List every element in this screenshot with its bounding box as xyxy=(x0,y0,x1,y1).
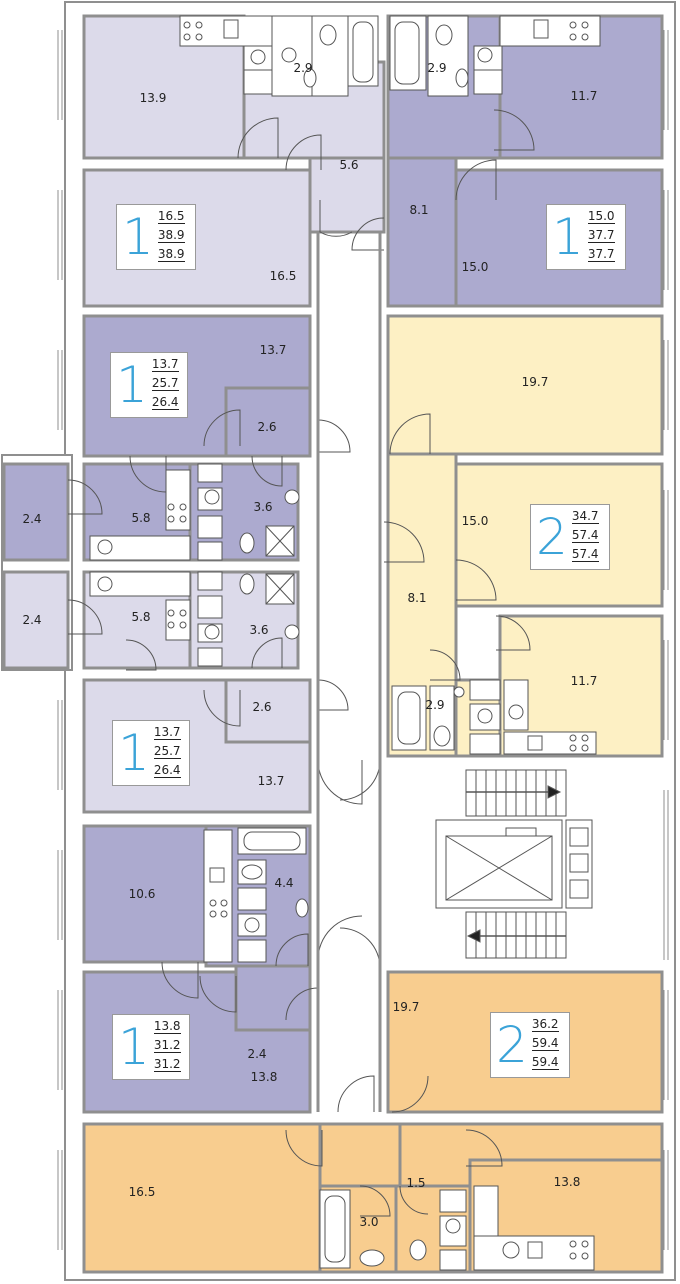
total-area: 59.4 xyxy=(531,1035,559,1051)
room-area-label: 15.0 xyxy=(461,260,489,274)
total-area: 57.4 xyxy=(571,527,599,543)
room-area-label: 13.7 xyxy=(257,774,285,788)
elevator xyxy=(435,819,593,909)
total-area-with-balcony: 37.7 xyxy=(587,246,615,262)
room-count: 2 xyxy=(496,1016,528,1074)
room-count: 1 xyxy=(116,356,148,414)
living-area: 15.0 xyxy=(587,208,615,224)
room-area-label: 8.1 xyxy=(409,203,429,217)
room-area-label: 3.0 xyxy=(359,1215,379,1229)
room-area-label: 2.9 xyxy=(425,698,445,712)
room-area-label: 13.8 xyxy=(250,1070,278,1084)
area-values: 34.7 57.4 57.4 xyxy=(571,508,599,566)
room-count: 1 xyxy=(122,208,154,266)
windows-right xyxy=(663,30,669,1250)
apartment-badge-2a: 2 34.7 57.4 57.4 xyxy=(530,504,610,570)
room-area-label: 2.6 xyxy=(252,700,272,714)
apt-1d-doors xyxy=(67,599,349,727)
apt-2b-doors xyxy=(285,1075,503,1217)
total-area: 25.7 xyxy=(151,375,179,391)
room-area-label: 11.7 xyxy=(570,89,598,103)
room-area-label: 13.7 xyxy=(259,343,287,357)
apartment-badge-1b: 1 15.0 37.7 37.7 xyxy=(546,204,626,270)
room-area-label: 2.4 xyxy=(247,1047,267,1061)
room-area-label: 16.5 xyxy=(269,269,297,283)
total-area-with-balcony: 59.4 xyxy=(531,1054,559,1070)
room-count: 2 xyxy=(536,508,568,566)
room-area-label: 15.0 xyxy=(461,514,489,528)
room-area-label: 10.6 xyxy=(128,887,156,901)
apt-1d-fixtures xyxy=(89,571,300,667)
room-area-label: 5.6 xyxy=(339,158,359,172)
room-area-label: 2.6 xyxy=(257,420,277,434)
room-area-label: 8.1 xyxy=(407,591,427,605)
apt-2b-fixtures xyxy=(319,1185,595,1271)
apartment-badge-1c: 1 13.7 25.7 26.4 xyxy=(110,352,188,418)
area-values: 16.5 38.9 38.9 xyxy=(157,208,185,266)
room-count: 1 xyxy=(118,724,150,782)
living-area: 36.2 xyxy=(531,1016,559,1032)
room-area-label: 5.8 xyxy=(131,610,151,624)
room-area-label: 2.4 xyxy=(22,613,42,627)
staircase xyxy=(465,769,567,959)
windows-left xyxy=(57,30,63,1250)
total-area: 38.9 xyxy=(157,227,185,243)
room-area-label: 3.6 xyxy=(253,500,273,514)
area-values: 36.2 59.4 59.4 xyxy=(531,1016,559,1074)
total-area-with-balcony: 26.4 xyxy=(151,394,179,410)
total-area: 25.7 xyxy=(153,743,181,759)
apt-1e-fixtures xyxy=(203,827,309,963)
area-values: 13.7 25.7 26.4 xyxy=(151,356,179,414)
apt-2a-doors xyxy=(383,413,531,681)
apt-1b-doors xyxy=(351,109,535,251)
total-area-with-balcony: 38.9 xyxy=(157,246,185,262)
room-area-label: 19.7 xyxy=(392,1000,420,1014)
area-values: 13.8 31.2 31.2 xyxy=(153,1018,181,1076)
apt-1a-doors xyxy=(237,117,353,237)
apartment-badge-2b: 2 36.2 59.4 59.4 xyxy=(490,1012,570,1078)
apt-1e-doors xyxy=(161,933,319,1021)
room-count: 1 xyxy=(118,1018,150,1076)
room-area-label: 1.5 xyxy=(406,1176,426,1190)
room-area-label: 2.9 xyxy=(293,61,313,75)
total-area-with-balcony: 31.2 xyxy=(153,1056,181,1072)
room-area-label: 19.7 xyxy=(521,375,549,389)
apt-1c-fixtures xyxy=(89,463,300,561)
apartment-2b xyxy=(82,970,664,1274)
room-area-label: 13.8 xyxy=(553,1175,581,1189)
room-area-label: 2.9 xyxy=(427,61,447,75)
living-area: 34.7 xyxy=(571,508,599,524)
living-area: 13.7 xyxy=(151,356,179,372)
apt-1c-doors xyxy=(67,409,351,515)
apartment-badge-1e: 1 13.8 31.2 31.2 xyxy=(112,1014,190,1080)
total-area: 37.7 xyxy=(587,227,615,243)
apartment-badge-1d: 1 13.7 25.7 26.4 xyxy=(112,720,190,786)
apt-2a-fixtures xyxy=(391,679,597,755)
total-area-with-balcony: 26.4 xyxy=(153,762,181,778)
room-count: 1 xyxy=(552,208,584,266)
total-area: 31.2 xyxy=(153,1037,181,1053)
room-area-label: 13.9 xyxy=(139,91,167,105)
room-area-label: 16.5 xyxy=(128,1185,156,1199)
living-area: 13.7 xyxy=(153,724,181,740)
area-values: 13.7 25.7 26.4 xyxy=(153,724,181,782)
apt-1b-fixtures xyxy=(389,15,601,97)
apartment-badge-1a: 1 16.5 38.9 38.9 xyxy=(116,204,196,270)
living-area: 13.8 xyxy=(153,1018,181,1034)
corridor-walls xyxy=(316,232,382,1112)
room-area-label: 2.4 xyxy=(22,512,42,526)
total-area-with-balcony: 57.4 xyxy=(571,546,599,562)
apt-1a-fixtures xyxy=(179,15,379,97)
room-area-label: 3.6 xyxy=(249,623,269,637)
living-area: 16.5 xyxy=(157,208,185,224)
room-area-label: 11.7 xyxy=(570,674,598,688)
room-area-label: 4.4 xyxy=(274,876,294,890)
room-area-label: 5.8 xyxy=(131,511,151,525)
area-values: 15.0 37.7 37.7 xyxy=(587,208,615,266)
